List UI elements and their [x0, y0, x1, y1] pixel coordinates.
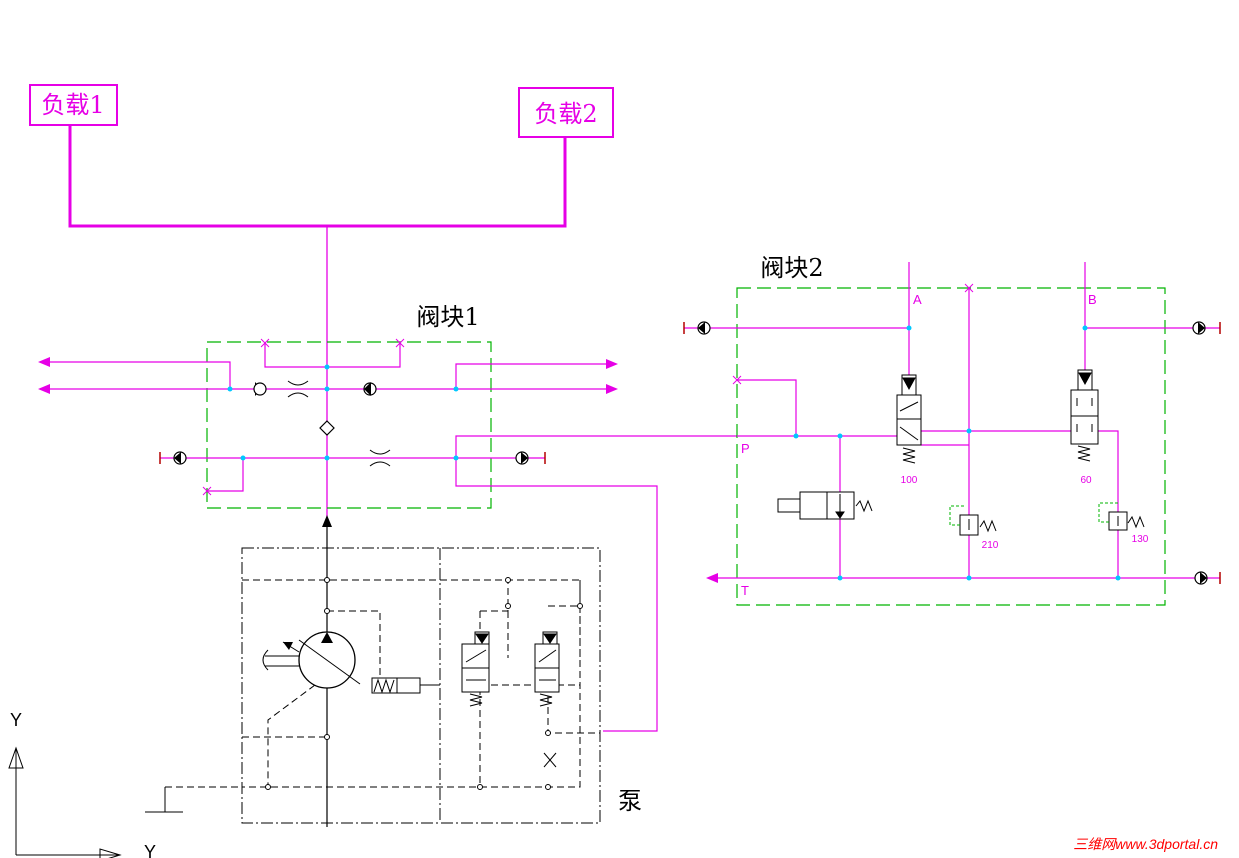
- load-1-box: 负载1: [29, 84, 118, 126]
- ucs-icon: [8, 746, 122, 858]
- plug-t-right: [1194, 571, 1221, 585]
- valve-block-2: 阀块2 A B P T: [683, 254, 1221, 606]
- load-2-box: 负载2: [518, 87, 614, 138]
- pressure-valve-a: [896, 374, 922, 464]
- valve-a-setting: 100: [901, 475, 918, 486]
- relief-valve-210: [949, 505, 997, 536]
- orifice-lower: [369, 449, 391, 467]
- plug-right-lower: [515, 451, 546, 465]
- pressure-valve-b: [1070, 369, 1099, 462]
- tank-symbol: [145, 787, 183, 813]
- load-2-label: 负载2: [534, 100, 597, 128]
- valve-block-2-label: 阀块2: [760, 254, 823, 282]
- check-valve-left: [253, 382, 267, 396]
- load-feed-lines: [68, 125, 567, 228]
- ucs-y-label-bottom: Y: [144, 842, 156, 858]
- valve-b-setting: 60: [1080, 475, 1092, 486]
- compensator-valve-1: [461, 631, 490, 707]
- load-1-label: 负载1: [41, 91, 104, 119]
- port-b-label: B: [1088, 292, 1097, 307]
- plug-a-left: [683, 321, 711, 335]
- plug-left-lower: [159, 451, 187, 465]
- valve-block-1-label: 阀块1: [416, 303, 479, 331]
- port-a-label: A: [913, 292, 922, 307]
- watermark: 三维网www.3dportal.cn: [1073, 836, 1218, 852]
- solenoid-valve: [777, 491, 873, 520]
- port-p-label: P: [741, 441, 750, 456]
- pump-assembly: 泵: [145, 515, 642, 827]
- pump-label: 泵: [618, 787, 642, 815]
- center-check-valve: [319, 420, 335, 436]
- ucs-y-label-top: Y: [10, 710, 22, 730]
- relief-210-setting: 210: [982, 540, 999, 551]
- compensator-valve-2: [534, 631, 560, 707]
- check-valve-right: [363, 382, 377, 396]
- valve-block-1: 阀块1: [38, 303, 737, 732]
- orifice-upper: [287, 380, 309, 398]
- plug-b-right: [1192, 321, 1221, 335]
- port-t-label: T: [741, 583, 749, 598]
- relief-130-setting: 130: [1132, 534, 1149, 545]
- relief-valve-130: [1098, 502, 1145, 531]
